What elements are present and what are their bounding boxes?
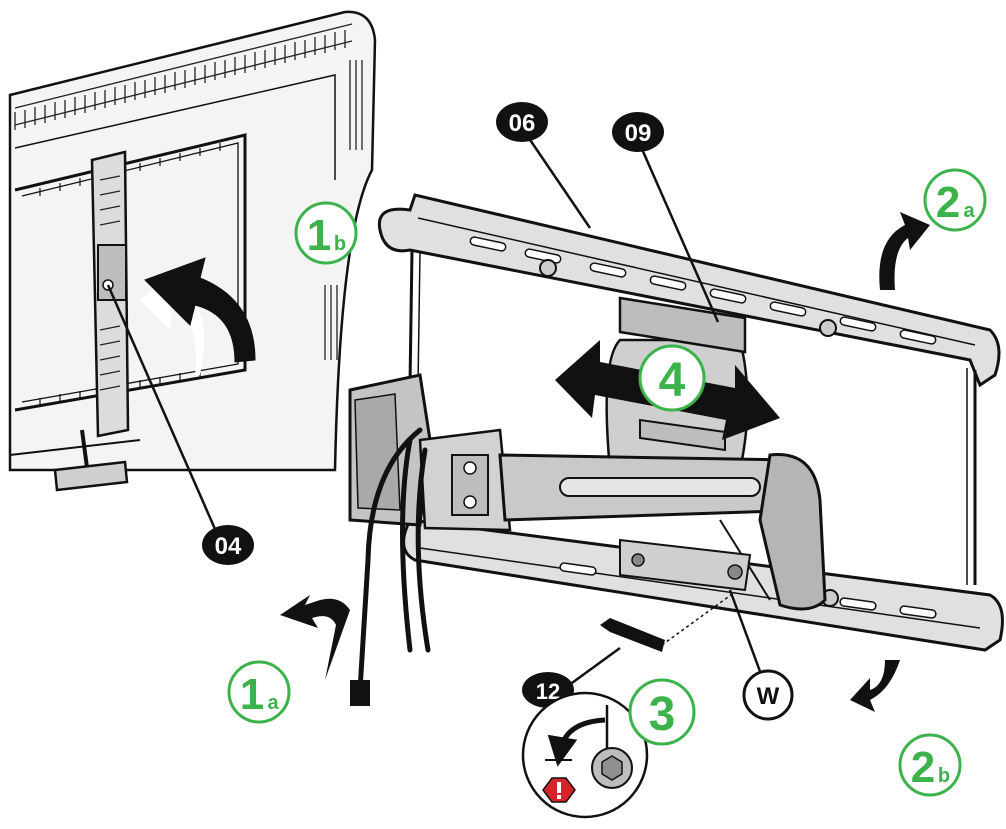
step-4-num: 4 [659,354,686,407]
arrow-2a [879,212,930,290]
step-2b: 2 b [898,733,962,797]
step-1b-sub: b [334,233,346,255]
cable-plug [350,680,370,706]
arrow-2b [850,660,900,712]
part-label-09: 09 [612,112,664,152]
tv-bracket-04 [53,150,130,492]
cables [357,427,431,693]
part-label-w-text: W [757,683,780,710]
articulating-arm [348,373,827,611]
hex-bolt-icon [591,747,633,789]
step-2a-sub: a [963,200,975,222]
step-4: 4 [638,344,706,412]
part-label-09-text: 09 [625,120,652,147]
torque-inset [521,691,649,819]
tv-vent-grille [14,23,353,130]
step-1a: 1 a [227,660,291,724]
part-label-06: 06 [496,102,548,142]
arrow-1a [280,595,350,680]
warning-icon [542,777,576,803]
part-label-04-text: 04 [215,533,242,560]
step-1a-num: 1 [240,670,264,719]
step-1b: 1 b [294,201,358,265]
curved-arrow-black [144,257,256,363]
step-2b-sub: b [938,765,950,787]
rotate-arrow-icon [547,717,606,767]
hex-key-12 [600,618,665,652]
part-label-06-text: 06 [509,110,536,137]
step-2b-num: 2 [911,743,935,792]
step-2a-num: 2 [936,178,960,227]
step-2a: 2 a [923,168,987,232]
leader-lines [520,127,767,690]
step-1a-sub: a [267,692,279,714]
step-3-num: 3 [649,688,676,741]
part-label-w: W [742,669,794,721]
step-3: 3 [628,678,696,746]
step-1b-num: 1 [307,211,331,260]
part-label-04: 04 [202,525,254,565]
